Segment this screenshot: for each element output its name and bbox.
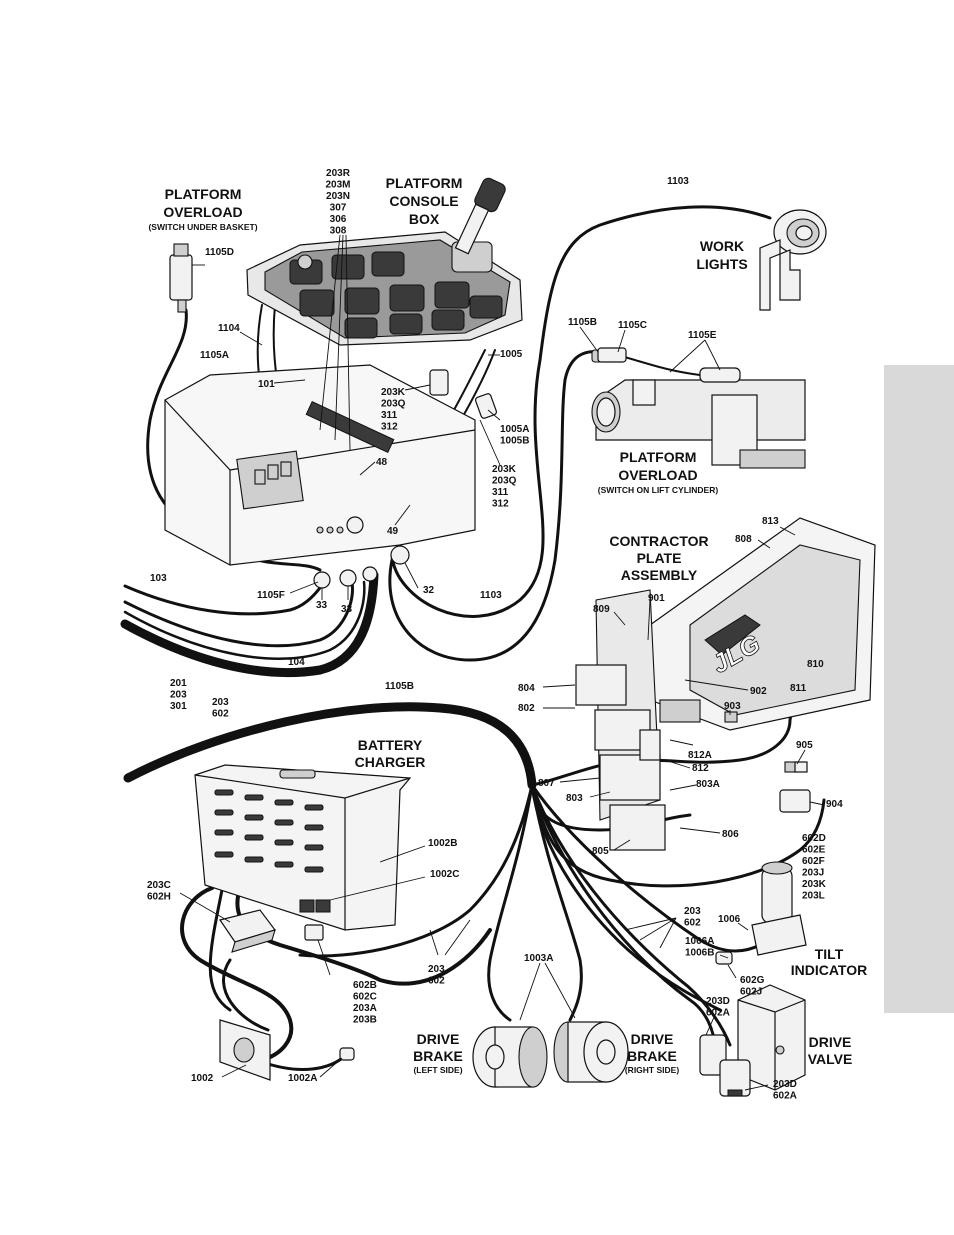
callout-103: 103 <box>150 573 167 584</box>
page-edge-tab <box>884 365 954 1013</box>
callout-1105e: 1105E <box>688 330 717 341</box>
callout-905: 905 <box>796 740 813 751</box>
callout-49: 49 <box>387 526 399 537</box>
note-left-side: (LEFT SIDE) <box>413 1065 462 1075</box>
drive-brake-right <box>553 1021 629 1083</box>
callout-101: 101 <box>258 379 275 390</box>
callout-1105c: 1105C <box>618 320 647 331</box>
callout-1003a: 1003A <box>524 953 553 964</box>
callout-901: 901 <box>648 593 665 604</box>
callout-809: 809 <box>593 604 610 615</box>
drive-brake-left <box>472 1026 548 1088</box>
callout-1002b: 1002B <box>428 838 457 849</box>
callout-813: 813 <box>762 516 779 527</box>
callout-1002: 1002 <box>191 1073 214 1084</box>
callout-1104: 1104 <box>218 323 240 334</box>
overload-switch-basket <box>169 243 205 313</box>
callout-904: 904 <box>826 799 843 810</box>
callout-104: 104 <box>288 657 305 668</box>
callout-810: 810 <box>807 659 824 670</box>
callout-48: 48 <box>376 457 388 468</box>
note-switch-on-lift-cylinder: (SWITCH ON LIFT CYLINDER) <box>598 485 719 495</box>
drive-valve <box>699 984 806 1097</box>
callout-808: 808 <box>735 534 752 545</box>
callout-1105b-bot: 1105B <box>385 681 414 692</box>
callout-807: 807 <box>538 778 555 789</box>
callout-1105b-top: 1105B <box>568 317 597 328</box>
charger-connectors <box>219 909 355 1081</box>
console-lid <box>246 177 523 346</box>
callout-1105d: 1105D <box>205 247 234 258</box>
callout-32: 32 <box>423 585 435 596</box>
callout-1103-mid: 1103 <box>480 590 502 601</box>
callout-1103-top: 1103 <box>667 176 689 187</box>
callout-811: 811 <box>790 683 807 694</box>
callout-812a: 812A <box>688 750 712 761</box>
callout-33b: 33 <box>341 604 353 615</box>
callout-1105f: 1105F <box>257 590 285 601</box>
callout-812: 812 <box>692 763 709 774</box>
charger-vents <box>214 789 324 873</box>
callout-902: 902 <box>750 686 767 697</box>
harness-wires <box>120 205 826 1071</box>
lift-cylinder <box>591 349 806 469</box>
callout-1005: 1005 <box>500 349 523 360</box>
callout-803a: 803A <box>696 779 720 790</box>
callout-1105a: 1105A <box>200 350 229 361</box>
callout-803: 803 <box>566 793 583 804</box>
callout-802: 802 <box>518 703 535 714</box>
note-right-side: (RIGHT SIDE) <box>625 1065 679 1075</box>
console-box <box>164 364 476 566</box>
callout-806: 806 <box>722 829 739 840</box>
work-light <box>759 209 827 311</box>
callout-1006: 1006 <box>718 914 741 925</box>
callout-1002c: 1002C <box>430 869 459 880</box>
callout-1002a: 1002A <box>288 1073 317 1084</box>
battery-charger <box>194 764 412 931</box>
contractor-plate-assembly <box>575 517 876 851</box>
callout-33a: 33 <box>316 600 328 611</box>
callout-804: 804 <box>518 683 535 694</box>
callout-805: 805 <box>592 846 609 857</box>
callout-903: 903 <box>724 701 741 712</box>
leader-lines <box>179 234 825 1091</box>
note-switch-under-basket: (SWITCH UNDER BASKET) <box>148 222 257 232</box>
tilt-indicator <box>751 861 807 956</box>
